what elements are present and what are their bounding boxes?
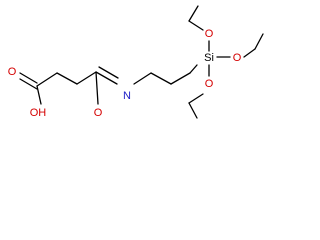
bond-ethoxy-bottom-1	[188, 93, 204, 104]
atom-label-ethoxy-oxygen-right: O	[233, 52, 242, 64]
bond-acid-carbonyl-a	[19, 72, 38, 84]
atom-label-silicon: Si	[204, 52, 214, 64]
bond-ch2-amide-carbon	[76, 71, 97, 85]
bond-ethoxy-top-1	[188, 20, 204, 31]
atom-label-imine-nitrogen: N	[123, 90, 131, 102]
bond-acid-ch2	[36, 72, 58, 87]
bond-layer	[19, 5, 264, 119]
bond-amide-carbon-oxygen	[95, 71, 99, 105]
bond-nitrogen-ch2	[133, 72, 152, 85]
atom-label-acid-carbonyl-oxygen: O	[8, 66, 17, 78]
atom-label-ethoxy-oxygen-left: O	[205, 28, 214, 40]
bond-ch2-ch2-propyl-2	[170, 72, 191, 85]
atom-label-hydroxyl-oxygen: OH	[30, 107, 47, 119]
chemical-structure: OH O O N Si O O O	[8, 5, 264, 119]
bond-acid-carbonyl-b	[19, 78, 38, 90]
bond-ethoxy-bottom-2	[188, 102, 198, 119]
bond-ch2-ch2	[56, 72, 78, 85]
bond-carbon-nitrogen-a	[95, 71, 118, 85]
bond-ethoxy-top-2	[188, 5, 199, 22]
bond-carbon-nitrogen-b	[98, 66, 119, 79]
bond-ch2-silicon	[189, 64, 198, 74]
bond-acid-hydroxyl	[36, 85, 42, 105]
atom-label-amide-carbonyl-oxygen: O	[94, 107, 103, 119]
bond-ch2-ch2-propyl	[150, 72, 172, 85]
bond-ethoxy-right-2	[254, 33, 264, 50]
atom-label-ethoxy-oxygen-bottom: O	[205, 78, 214, 90]
bond-ethoxy-right-1	[243, 48, 256, 58]
atom-label-layer: OH O O N Si O O O	[8, 28, 242, 119]
